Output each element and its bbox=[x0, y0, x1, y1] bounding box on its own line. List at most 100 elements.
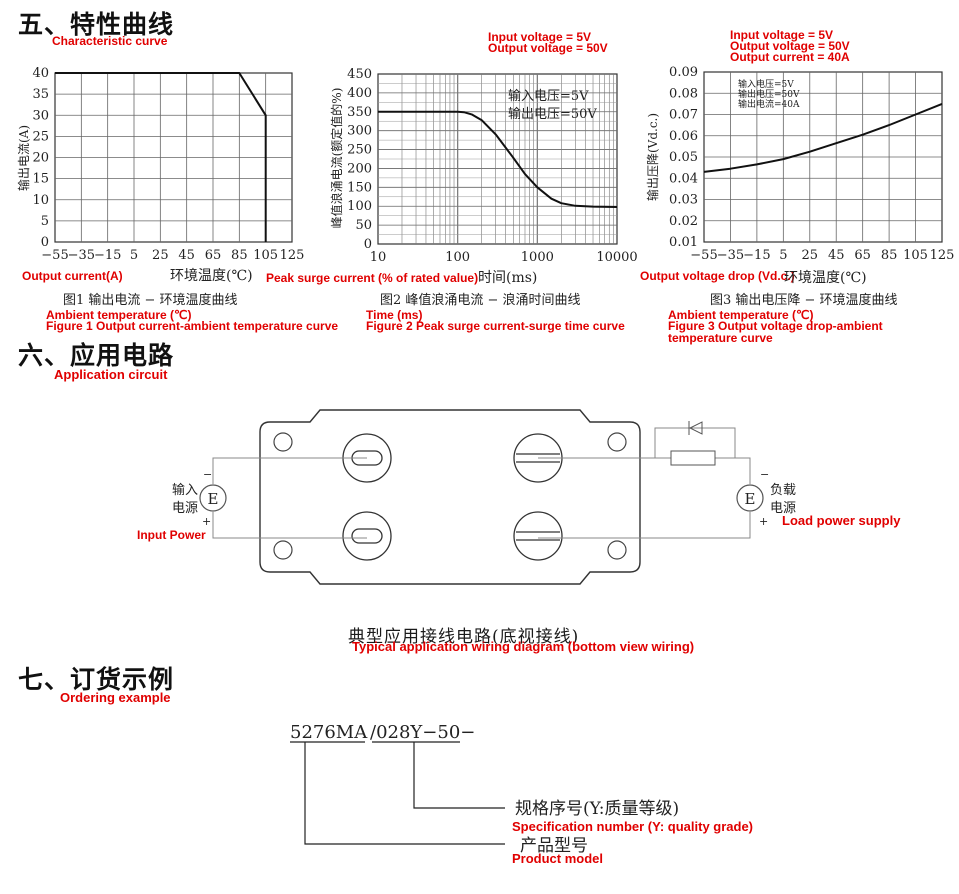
chart2-ylabel-en: Peak surge current (% of rated value) bbox=[266, 271, 479, 285]
input-minus: − bbox=[203, 468, 212, 481]
chart2-ytick: 150 bbox=[347, 180, 372, 195]
input-label-1: 输入 bbox=[172, 482, 198, 498]
application-circuit-diagram: E E − + − + 输入 电源 负载 电源 bbox=[172, 409, 796, 585]
mount-hole bbox=[273, 432, 293, 452]
chart1-ytick: 10 bbox=[32, 193, 49, 208]
chart2-ylabel: 峰值浪涌电流(额定值的%) bbox=[329, 88, 344, 229]
chart3-xtick: 5 bbox=[779, 248, 787, 263]
input-power-en: Input Power bbox=[137, 528, 206, 542]
chart2-series-line bbox=[378, 110, 618, 208]
input-source-symbol: E bbox=[199, 484, 227, 512]
chart1-xtick: 65 bbox=[205, 248, 222, 263]
input-plus: + bbox=[202, 515, 211, 528]
chart2-ytick: 250 bbox=[347, 143, 372, 158]
chart1-xtick: 125 bbox=[280, 248, 305, 263]
load-plus: + bbox=[759, 515, 768, 528]
chart3-xtick: 125 bbox=[930, 248, 955, 263]
chart1-ytick: 25 bbox=[32, 129, 49, 144]
chart2-ytick: 100 bbox=[347, 199, 372, 214]
chart2-caption: 图2 峰值浪涌电流 − 浪涌时间曲线 bbox=[380, 293, 581, 308]
section-6-en: Application circuit bbox=[54, 367, 168, 382]
chart1-xtick: 5 bbox=[130, 248, 138, 263]
chart2-ytick: 350 bbox=[347, 105, 372, 120]
chart3-xtick: 105 bbox=[903, 248, 928, 263]
order-model-en: Product model bbox=[512, 851, 604, 866]
chart3-series-line bbox=[703, 102, 943, 173]
chart2-ytick: 200 bbox=[347, 161, 372, 176]
diode-symbol bbox=[688, 421, 703, 435]
order-spec-label: 规格序号(Y:质量等级) bbox=[515, 799, 679, 819]
chart2-xtick: 10000 bbox=[596, 250, 637, 265]
chart3-xlabel: 环境温度(℃) bbox=[784, 270, 867, 286]
chart3-ytick: 0.04 bbox=[669, 171, 698, 186]
chart1-ytick: 15 bbox=[32, 172, 49, 187]
chart3-xtick: 45 bbox=[828, 248, 845, 263]
chart2-xlabel: 时间(ms) bbox=[478, 270, 537, 286]
chart2-ytick: 400 bbox=[347, 86, 372, 101]
chart2-caption-en: Figure 2 Peak surge current-surge time c… bbox=[366, 319, 625, 333]
chart3-ytick: 0.01 bbox=[669, 235, 698, 250]
chart3-top-en-3: Output current = 40A bbox=[730, 50, 850, 64]
chart3-ylabel: 输出压降(Vd.c.) bbox=[645, 113, 660, 201]
chart1-ylabel: 输出电流(A) bbox=[16, 125, 31, 191]
load-label-1: 负载 bbox=[770, 483, 796, 498]
chart3-ytick: 0.09 bbox=[669, 65, 698, 80]
chart1-ylabel-en: Output current(A) bbox=[22, 269, 123, 283]
circuit-caption: 典型应用接线电路(底视接线) bbox=[348, 627, 580, 647]
mount-hole bbox=[273, 540, 293, 560]
load-label-2: 电源 bbox=[770, 501, 796, 516]
section-5-title: 五、特性曲线 bbox=[18, 10, 175, 39]
circuit-caption-en: Typical application wiring diagram (bott… bbox=[352, 639, 695, 654]
output-terminal-bottom bbox=[513, 511, 563, 561]
chart1-caption: 图1 输出电流 − 环境温度曲线 bbox=[63, 293, 238, 308]
chart2-xlabel-en: Time (ms) bbox=[366, 308, 423, 322]
load-source-symbol: E bbox=[736, 484, 764, 512]
chart1-ytick: 0 bbox=[41, 235, 49, 250]
section-5-en: Characteristic curve bbox=[52, 34, 168, 48]
chart3-xtick: −35 bbox=[717, 248, 744, 263]
chart3-xtick: 85 bbox=[881, 248, 898, 263]
load-minus: − bbox=[760, 468, 769, 481]
chart3-xlabel-en: Ambient temperature (℃) bbox=[668, 308, 814, 322]
chart2-top-en-1: Input voltage = 5V bbox=[488, 30, 592, 44]
chart3-legend-text: 输出电压=50V bbox=[738, 88, 800, 100]
chart2-ytick: 0 bbox=[364, 237, 372, 252]
svg-text:E: E bbox=[208, 490, 219, 508]
chart1-ytick: 20 bbox=[32, 151, 49, 166]
section-7-title: 七、订货示例 bbox=[18, 665, 175, 694]
chart2-ytick: 50 bbox=[355, 218, 372, 233]
chart1-ytick: 40 bbox=[32, 66, 49, 81]
section-6-title: 六、应用电路 bbox=[18, 341, 175, 370]
chart1-ytick: 30 bbox=[32, 108, 49, 123]
chart3-top-en-1: Input voltage = 5V bbox=[730, 28, 834, 42]
chart3-legend-text: 输出电流=40A bbox=[738, 98, 800, 110]
svg-text:E: E bbox=[745, 490, 756, 508]
order-spec-part: /028Y−50− bbox=[370, 722, 475, 743]
chart1-ytick: 35 bbox=[32, 87, 49, 102]
wiring bbox=[212, 427, 751, 539]
chart2-legend-text: 输出电压=50V bbox=[508, 106, 597, 122]
chart3-ytick: 0.08 bbox=[669, 86, 698, 101]
mount-hole bbox=[607, 540, 627, 560]
chart1-ytick: 5 bbox=[41, 214, 49, 229]
resistor-symbol bbox=[670, 450, 716, 466]
chart2-top-en-2: Output voltage = 50V bbox=[488, 41, 608, 55]
chart1-xtick: 45 bbox=[178, 248, 195, 263]
chart1-xtick: −15 bbox=[94, 248, 121, 263]
ordering-example-diagram: 5276MA /028Y−50− 规格序号(Y:质量等级) 产品型号 bbox=[290, 722, 679, 856]
chart3-top-en-2: Output voltage = 50V bbox=[730, 39, 850, 53]
chart3-xtick: 25 bbox=[802, 248, 819, 263]
order-model-label: 产品型号 bbox=[520, 836, 588, 856]
module-outline bbox=[259, 409, 641, 585]
chart3-xtick: 65 bbox=[854, 248, 871, 263]
input-label-2: 电源 bbox=[172, 501, 198, 516]
chart3-caption-en: Figure 3 Output voltage drop-ambient tem… bbox=[668, 319, 883, 345]
mount-hole bbox=[607, 432, 627, 452]
chart3-ytick: 0.05 bbox=[669, 150, 698, 165]
chart3-ytick: 0.06 bbox=[669, 129, 698, 144]
chart2-xtick: 10 bbox=[370, 250, 387, 265]
chart1-xtick: 105 bbox=[253, 248, 278, 263]
chart3-xtick: −15 bbox=[743, 248, 770, 263]
chart1-xlabel-en: Ambient temperature (℃) bbox=[46, 308, 192, 322]
chart1-xtick: −35 bbox=[68, 248, 95, 263]
